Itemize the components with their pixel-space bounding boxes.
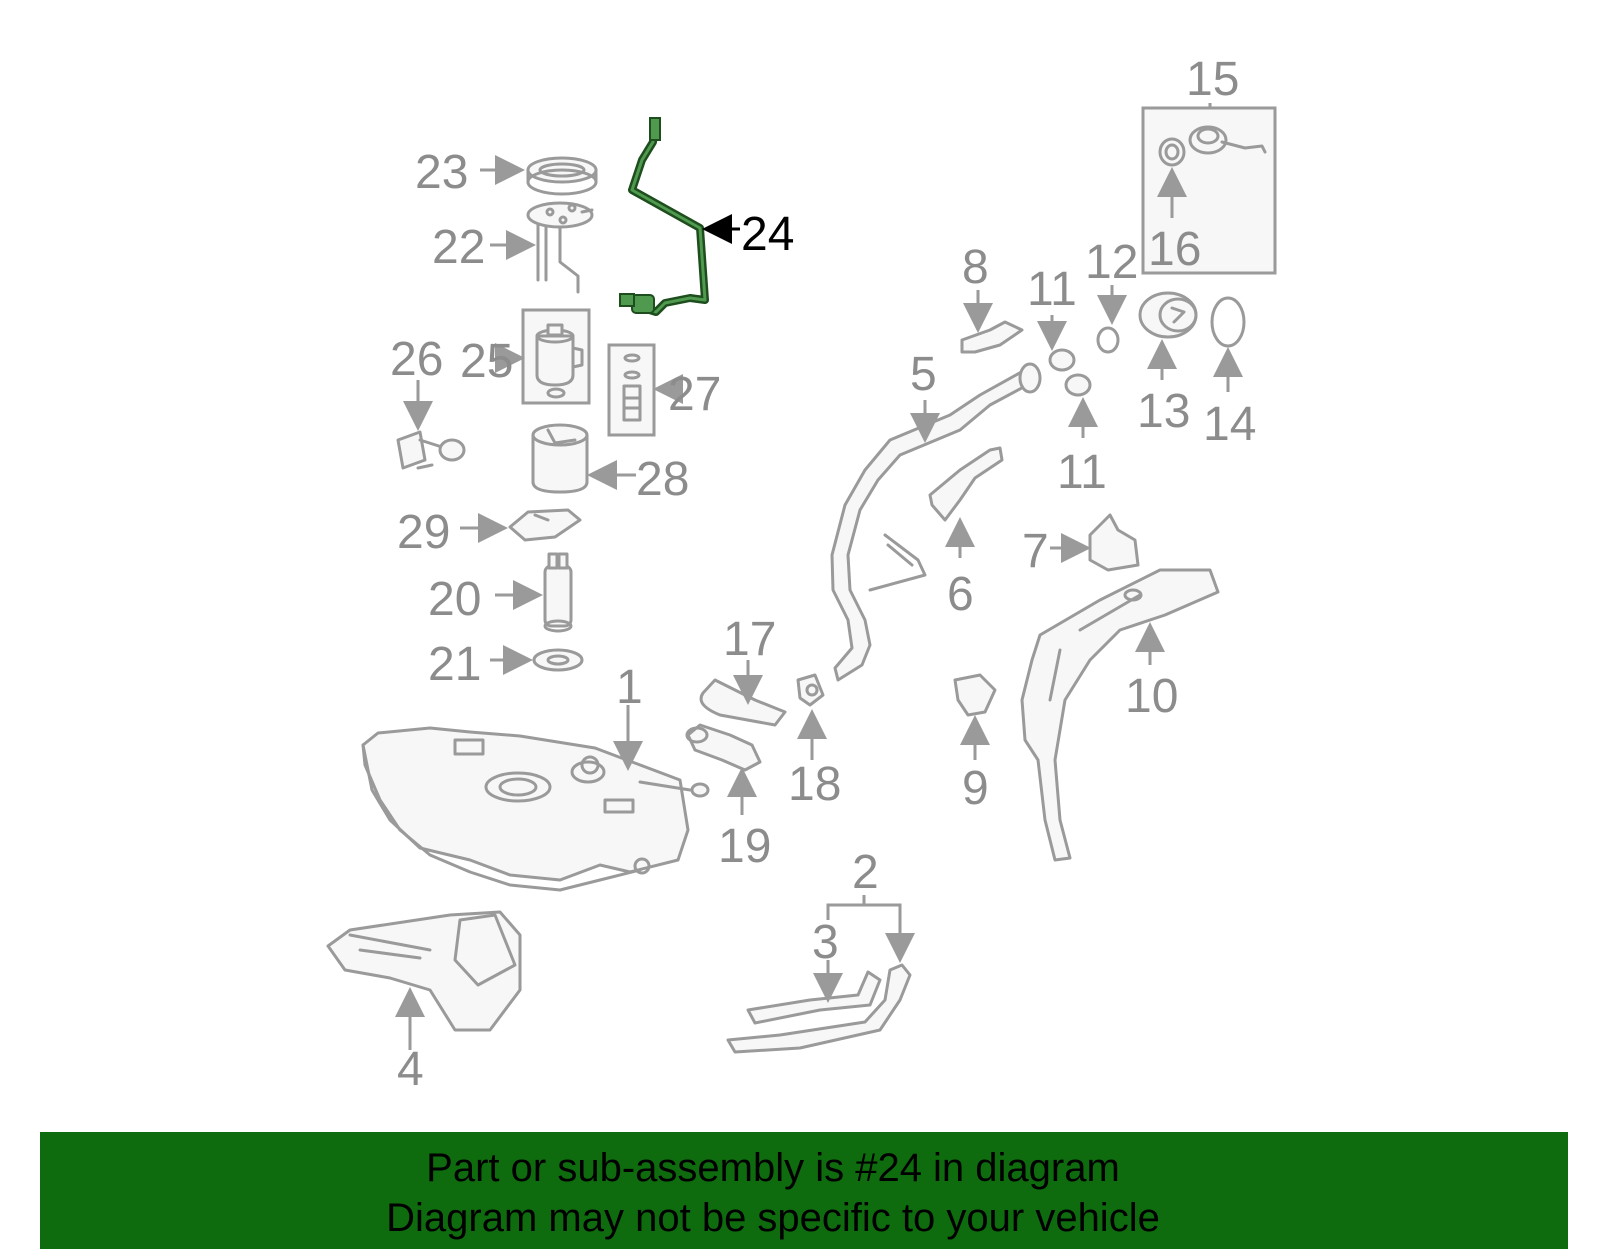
part-29-strainer[interactable]	[508, 508, 582, 542]
part-13-filler-housing[interactable]	[1138, 291, 1198, 339]
callout-27: 27	[668, 368, 721, 421]
callout-23: 23	[415, 146, 468, 199]
part-28-reservoir[interactable]	[531, 423, 589, 494]
callout-17: 17	[723, 613, 776, 666]
callout-12: 12	[1085, 236, 1138, 289]
part-7-bracket[interactable]	[1088, 513, 1140, 572]
part-12-o-ring[interactable]	[1096, 326, 1120, 354]
callout-16: 16	[1148, 223, 1201, 276]
callout-21: 21	[428, 638, 481, 691]
part-14-gasket[interactable]	[1210, 296, 1246, 348]
part-17-hose[interactable]	[699, 678, 787, 727]
callout-5: 5	[910, 348, 937, 401]
part-27-regulator[interactable]	[607, 343, 656, 437]
callout-11: 11	[1027, 263, 1077, 316]
part-20-fuel-pump[interactable]	[543, 552, 573, 633]
part-24-fuel-pipe[interactable]	[619, 117, 709, 316]
part-8-bracket[interactable]	[960, 320, 1024, 354]
callout-25: 25	[460, 335, 513, 388]
part-6-bracket[interactable]	[928, 446, 1004, 522]
part-19-hose[interactable]	[685, 723, 762, 772]
callout-3: 3	[812, 916, 839, 969]
part-18-clamp[interactable]	[796, 673, 825, 707]
part-11-grommet-upper[interactable]	[1048, 348, 1076, 372]
part-23-lock-ring[interactable]	[526, 156, 598, 196]
callout-8: 8	[962, 241, 989, 294]
callout-18: 18	[788, 758, 841, 811]
callout-1: 1	[616, 661, 643, 714]
part-5-filler-pipe[interactable]	[830, 362, 1042, 682]
part-22-sender[interactable]	[526, 201, 594, 294]
part-3-strap[interactable]	[746, 970, 882, 1025]
banner-line-1: Part or sub-assembly is #24 in diagram	[426, 1146, 1120, 1190]
callout-14: 14	[1203, 398, 1256, 451]
part-11-grommet-lower[interactable]	[1064, 373, 1092, 397]
callout-26: 26	[390, 333, 443, 386]
banner-line-2: Diagram may not be specific to your vehi…	[386, 1196, 1160, 1240]
callout-11-b: 11	[1057, 446, 1107, 499]
callout-22: 22	[432, 221, 485, 274]
callout-4: 4	[397, 1043, 424, 1096]
callout-28: 28	[636, 453, 689, 506]
part-1-fuel-tank[interactable]	[361, 726, 710, 892]
callout-19: 19	[718, 820, 771, 873]
callout-24: 24	[741, 208, 794, 261]
callout-9: 9	[962, 762, 989, 815]
part-4-heat-shield[interactable]	[326, 910, 522, 1032]
callout-7: 7	[1022, 525, 1049, 578]
part-21-washer[interactable]	[532, 648, 584, 672]
callout-6: 6	[947, 568, 974, 621]
part-25-fuel-filter[interactable]	[521, 308, 591, 405]
part-2-strap-set[interactable]	[726, 963, 912, 1054]
part-9-clip[interactable]	[953, 673, 997, 717]
callout-15: 15	[1186, 53, 1239, 106]
info-banner: Part or sub-assembly is #24 in diagram D…	[40, 1132, 1568, 1249]
callout-10: 10	[1125, 670, 1178, 723]
callout-20: 20	[428, 573, 481, 626]
callout-13: 13	[1137, 385, 1190, 438]
callout-2: 2	[852, 846, 879, 899]
part-26-sensor[interactable]	[396, 430, 466, 470]
callout-29: 29	[397, 506, 450, 559]
part-10-cover[interactable]	[1020, 568, 1220, 862]
